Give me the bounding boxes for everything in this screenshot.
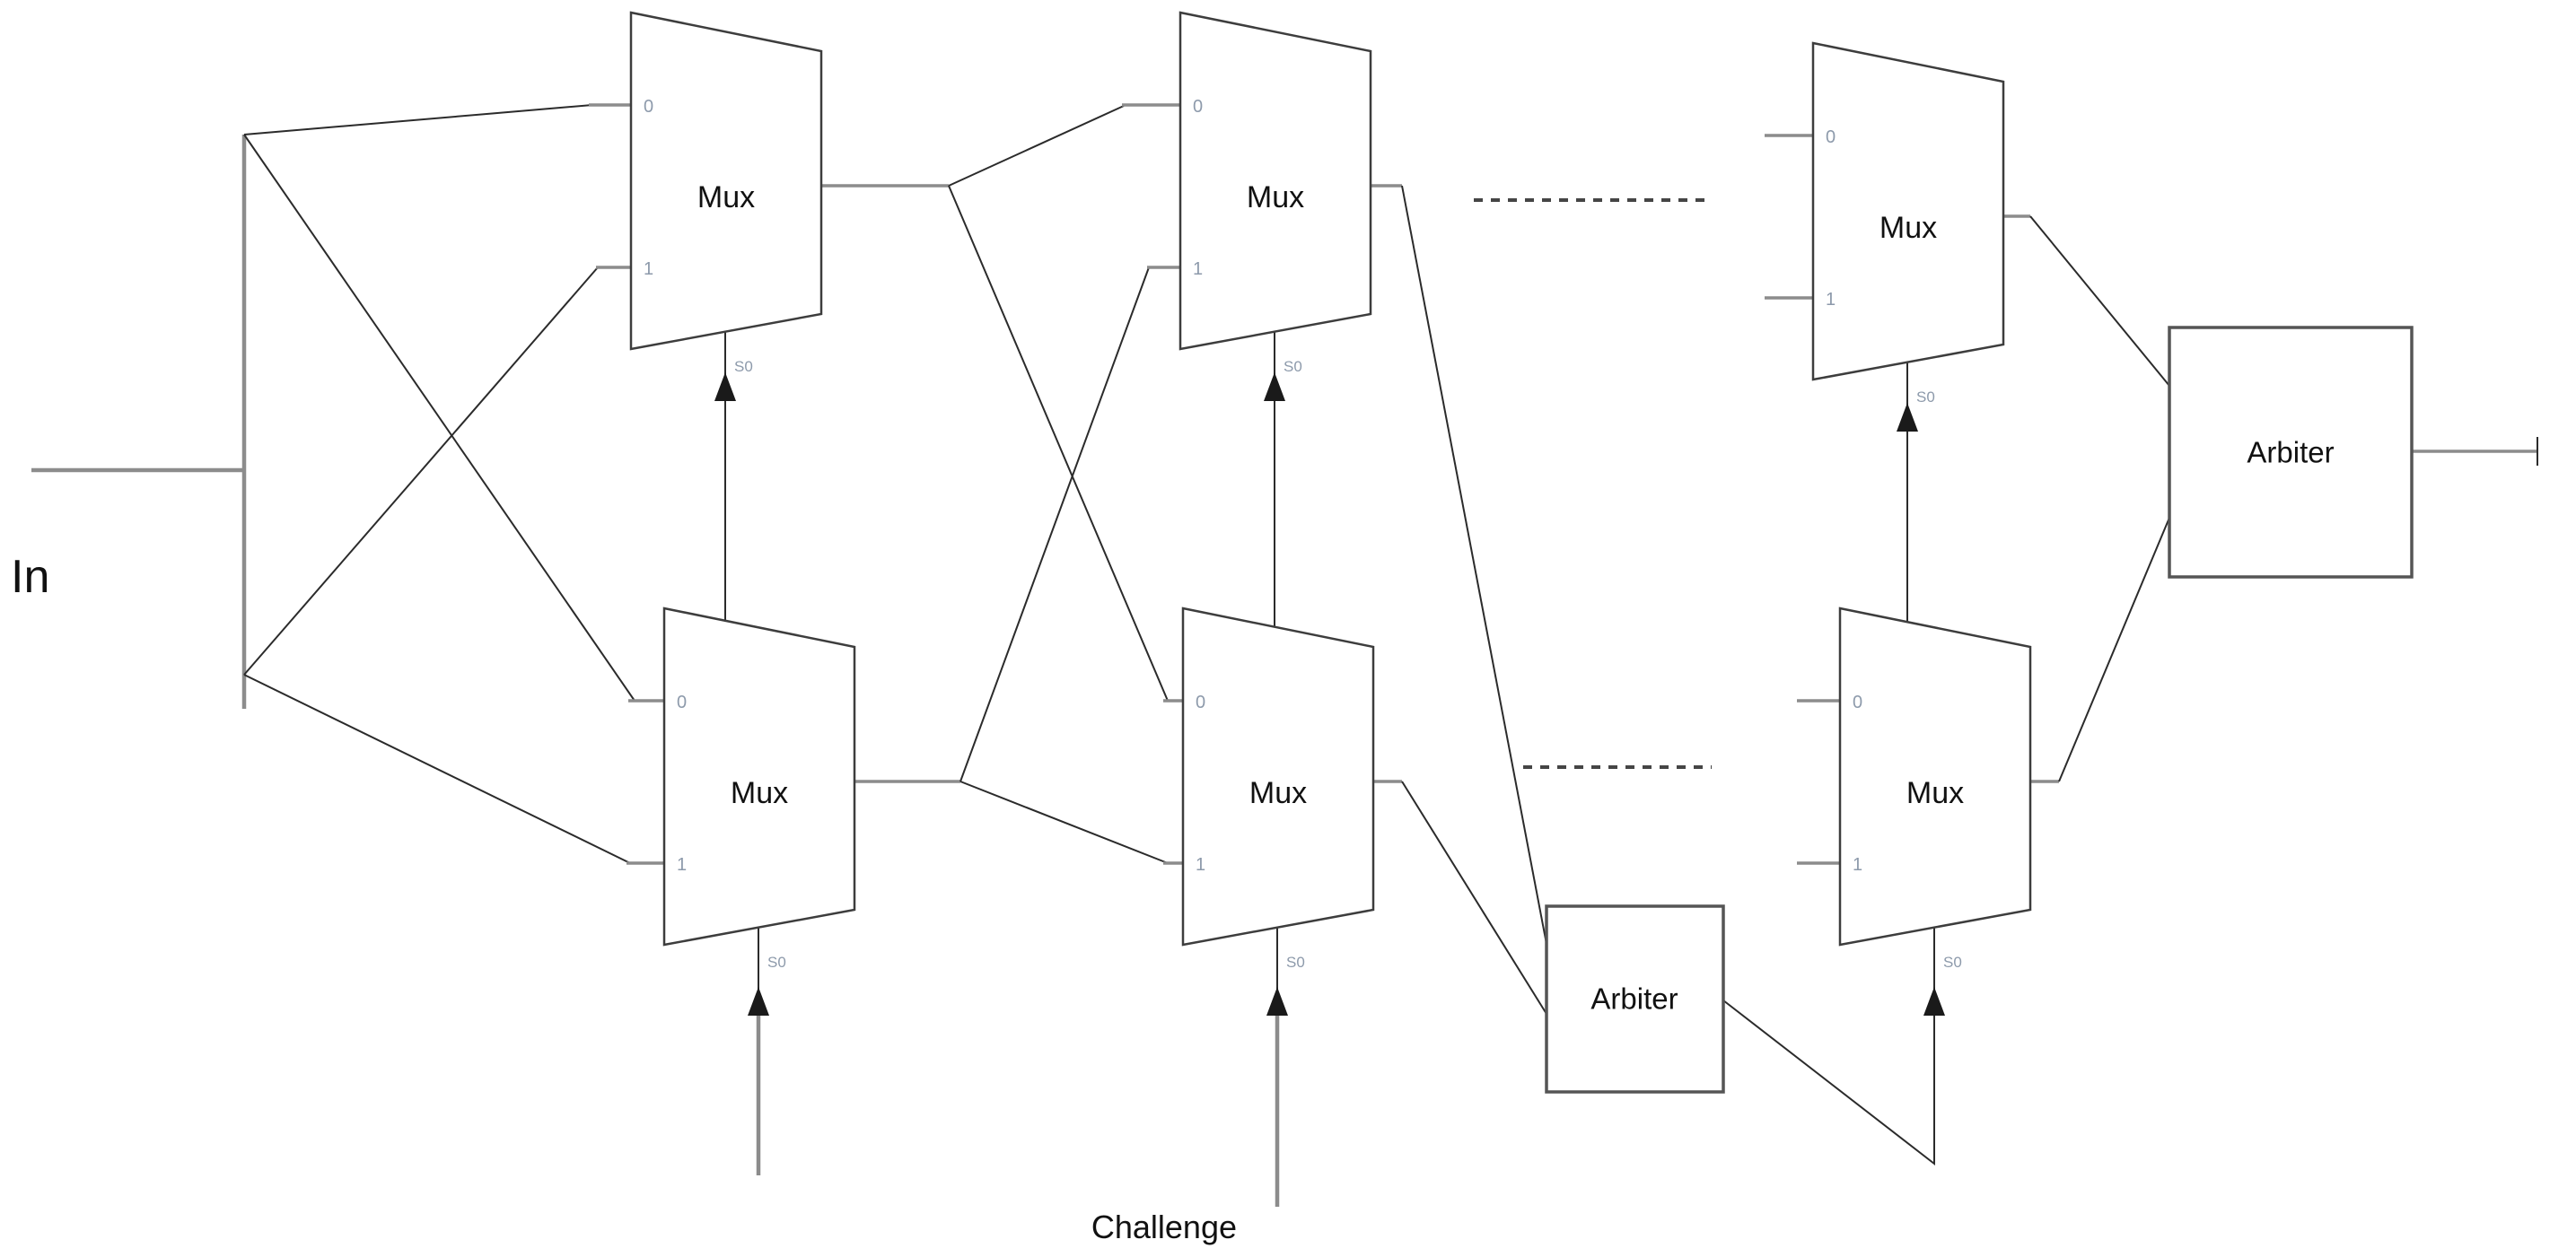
stage2-bottom-mux: Mux 0 1S0 [1181, 607, 1375, 971]
stageN-bottom-mux-label: Mux [1906, 776, 1964, 810]
stage1-to-stage2-bottom-in0-line [948, 185, 1169, 702]
stage1-bottom-mux-in0-label: 0 [677, 693, 687, 712]
stageN-bottom-mux-select-label: S0 [1943, 954, 1962, 971]
stage2-top-to-arbiter-line [1401, 185, 1547, 945]
stageN-top-mux-shape [1811, 41, 2005, 381]
stage1-top-mux-label: Mux [697, 180, 755, 214]
stage1-bottom-mux-label: Mux [731, 776, 788, 810]
output-arbiter [2168, 326, 2414, 579]
stageN-bottom-mux-in0-label: 0 [1853, 693, 1862, 712]
stage2-bottom-select-arrowhead [1266, 987, 1288, 1016]
stage2-top-mux-shape [1178, 11, 1372, 351]
stage1-top-mux-in1-label: 1 [644, 259, 653, 279]
in-label: In [11, 551, 49, 603]
stage2-bottom-mux-in0-label: 0 [1196, 693, 1205, 712]
stage1-to-stage2-bottom-in1-line [959, 781, 1169, 864]
stageN-bottom-mux: Mux 0 1S0 [1838, 607, 2032, 971]
stageN-top-to-arbiter-line [2029, 215, 2170, 387]
stage1-bottom-mux-in1-label: 1 [677, 855, 687, 875]
stageN-top-mux-in1-label: 1 [1826, 290, 1836, 310]
stage2-top-mux-label: Mux [1247, 180, 1304, 214]
feedforward-arbiter-to-stageN-select-line [1722, 928, 1935, 1166]
stage1-bottom-mux-select-label: S0 [767, 954, 786, 971]
in-to-stage1-bottom-in0-line [243, 134, 635, 702]
stage1-bottom-mux: Mux 0 1S0 [662, 607, 856, 971]
stage1-bottom-mux-shape [662, 607, 856, 947]
stage2-top-select-arrowhead [1264, 372, 1285, 401]
stageN-bottom-select-arrowhead [1923, 987, 1945, 1016]
stageN-top-mux: Mux 0 1S0 [1811, 41, 2005, 406]
feedforward-arbiter [1545, 904, 1725, 1094]
stageN-top-select-arrowhead [1897, 403, 1918, 432]
output-arbiter-label: Arbiter [2247, 436, 2334, 469]
stage2-bottom-mux-label: Mux [1249, 776, 1307, 810]
in-to-stage1-top-in1-line [243, 266, 599, 676]
stageN-bottom-to-arbiter-line [2058, 517, 2170, 782]
stage2-top-mux: Mux 0 1S0 [1178, 11, 1372, 375]
stageN-top-mux-label: Mux [1879, 211, 1937, 245]
stage1-top-select-arrowhead [714, 372, 736, 401]
stage2-top-mux-select-label: S0 [1284, 358, 1302, 375]
stage1-top-mux-shape [629, 11, 823, 351]
in-to-stage1-top-in0-line [243, 104, 593, 135]
stageN-top-mux-in0-label: 0 [1826, 127, 1836, 147]
stage2-bottom-to-arbiter-line [1401, 781, 1547, 1015]
stage1-bottom-select-arrowhead [748, 987, 769, 1016]
stage2-bottom-mux-in1-label: 1 [1196, 855, 1205, 875]
challenge-label: Challenge [1091, 1209, 1237, 1245]
in-to-stage1-bottom-in1-line [243, 674, 631, 864]
stage1-top-mux-in0-label: 0 [644, 97, 653, 117]
stage1-to-stage2-top-in0-line [948, 105, 1125, 187]
stage2-top-mux-in0-label: 0 [1193, 97, 1203, 117]
stageN-top-mux-select-label: S0 [1916, 388, 1935, 406]
stage2-bottom-mux-select-label: S0 [1286, 954, 1305, 971]
stageN-bottom-mux-shape [1838, 607, 2032, 947]
feedforward-arbiter-label: Arbiter [1590, 982, 1678, 1016]
stage2-top-mux-in1-label: 1 [1193, 259, 1203, 279]
stageN-bottom-mux-in1-label: 1 [1853, 855, 1862, 875]
stage1-top-mux: Mux 0 1S0 [629, 11, 823, 375]
stage1-top-mux-select-label: S0 [734, 358, 753, 375]
stage1-to-stage2-top-in1-line [959, 266, 1150, 782]
stage2-bottom-mux-shape [1181, 607, 1375, 947]
